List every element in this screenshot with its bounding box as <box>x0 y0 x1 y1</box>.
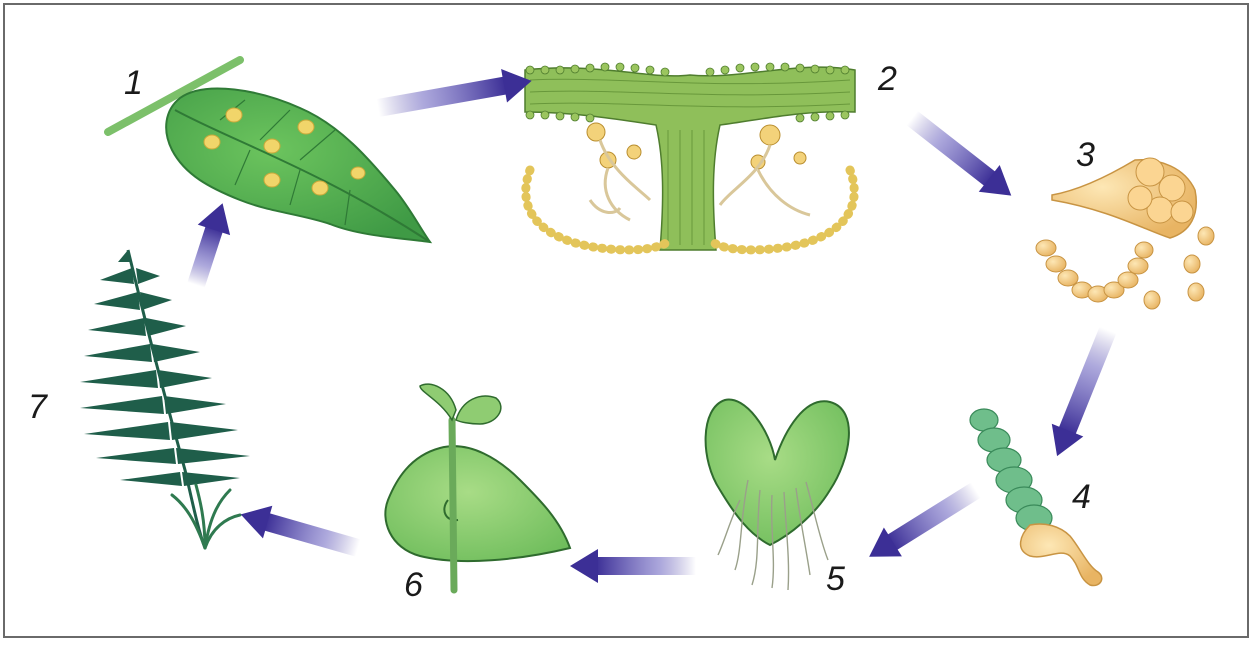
stage-label-7: 7 <box>28 390 47 424</box>
stage-label-1: 1 <box>124 66 143 100</box>
stage-label-4: 4 <box>1072 480 1091 514</box>
stage-label-2: 2 <box>878 62 897 96</box>
stage-label-6: 6 <box>404 568 423 602</box>
stage-label-3: 3 <box>1076 138 1095 172</box>
stage-label-5: 5 <box>826 562 845 596</box>
